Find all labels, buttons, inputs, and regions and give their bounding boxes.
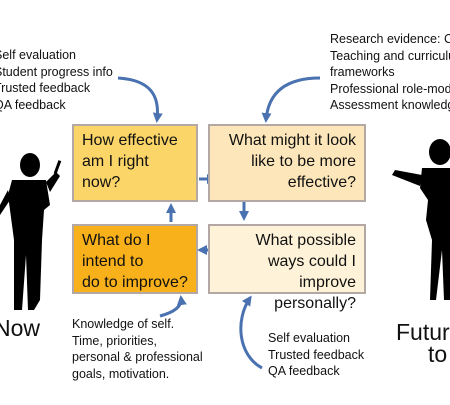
note-line: personal & professional — [72, 350, 203, 364]
arrow-into-top-right-box — [261, 76, 321, 123]
note-line: Teaching and curriculum — [330, 48, 450, 63]
box-intend-to-improve: What do I intend to do to improve? — [72, 224, 198, 294]
label-future-sub: to — [428, 341, 448, 367]
note-line: Student progress info — [0, 64, 113, 79]
box-line: am I right — [82, 153, 149, 170]
note-line: Trusted feedback — [268, 347, 365, 362]
note-line: Professional role-models — [330, 81, 450, 96]
box-line: intend to — [82, 253, 144, 270]
note-bottom-left: Knowledge of self. Time, priorities, per… — [72, 316, 203, 382]
box-line: improve personally? — [274, 274, 356, 312]
note-top-left: Self evaluation Student progress info Tr… — [0, 47, 113, 113]
box-more-effective: What might it look like to be more effec… — [208, 124, 366, 202]
note-line: Knowledge of self. — [72, 317, 175, 331]
note-line: goals, motivation. — [72, 366, 170, 381]
note-line: Self evaluation — [268, 331, 351, 345]
box-line: ways could I — [267, 253, 356, 270]
note-bottom-right: Self evaluation Trusted feedback QA feed… — [268, 330, 364, 380]
woman-silhouette-icon — [392, 139, 450, 300]
note-line: Self evaluation — [0, 48, 77, 62]
arrow-into-top-left-box — [117, 76, 163, 123]
box-line: What possible — [255, 232, 357, 249]
note-line: Assessment knowledge — [330, 98, 450, 112]
note-top-right: Research evidence: CPD Teaching and curr… — [330, 31, 450, 114]
arrow-into-bottom-left-box — [159, 295, 187, 318]
note-line: Time, priorities, — [72, 333, 157, 348]
box-line: like to be more — [251, 153, 356, 170]
note-line: frameworks — [330, 65, 395, 79]
box-line: now? — [82, 174, 121, 191]
label-future: Future — [396, 319, 450, 345]
note-line: QA feedback — [268, 364, 340, 378]
box-line: do to improve? — [82, 274, 188, 291]
box-line: What might it look — [228, 132, 356, 149]
box-how-effective-now: How effective am I right now? — [72, 124, 198, 202]
note-line: Research evidence: CPD — [330, 32, 450, 46]
box-possible-ways: What possible ways could I improve perso… — [208, 224, 366, 312]
box-line: effective? — [287, 174, 356, 191]
man-silhouette-icon — [0, 153, 62, 310]
box-line: What do I — [82, 232, 151, 249]
arrow-into-bottom-right-box — [239, 295, 263, 370]
box-line: How effective — [82, 132, 178, 149]
note-line: Trusted feedback — [0, 81, 91, 95]
note-line: QA feedback — [0, 97, 66, 112]
label-now: Now — [0, 315, 41, 341]
